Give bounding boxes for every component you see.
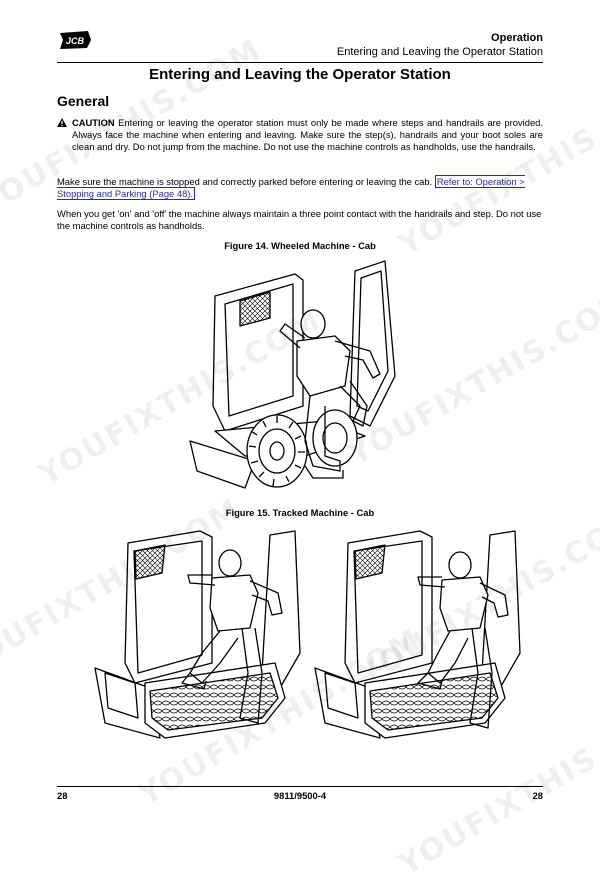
caution-text: Entering or leaving the operator station… [72,117,543,152]
watermark: YOUFIXTHIS.COM [392,72,600,263]
document-number: 9811/9500-4 [273,790,327,801]
header-section: Operation [491,32,543,44]
figure-14-caption: Figure 14. Wheeled Machine - Cab [224,240,376,251]
svg-text:JCB: JCB [66,36,85,46]
page-title: Entering and Leaving the Operator Statio… [149,66,451,83]
caution-notice: CAUTION Entering or leaving the operator… [57,117,543,153]
section-heading-general: General [57,93,110,109]
header-subsection: Entering and Leaving the Operator Statio… [336,46,543,58]
jcb-logo: JCB [60,31,91,49]
parking-paragraph: Make sure the machine is stopped and cor… [57,175,543,200]
footer-divider [57,786,543,787]
figure-15-caption: Figure 15. Tracked Machine - Cab [225,507,375,518]
three-point-paragraph: When you get 'on' and 'off' the machine … [57,208,542,231]
warning-triangle-icon [57,118,67,127]
wheeled-machine-illustration [189,260,396,489]
tracked-machine-illustration-left [94,530,301,739]
tracked-machine-illustration-right [314,530,521,739]
header-divider [57,62,543,63]
stopping-parking-link[interactable]: Refer to: Operation > Stopping and Parki… [57,175,525,200]
parking-text: Make sure the machine is stopped and cor… [57,176,435,187]
page-number-left: 28 [57,790,68,801]
page-header: Operation Entering and Leaving the Opera… [337,32,543,58]
page-number-right: 28 [532,790,543,801]
caution-label: CAUTION [72,117,115,128]
